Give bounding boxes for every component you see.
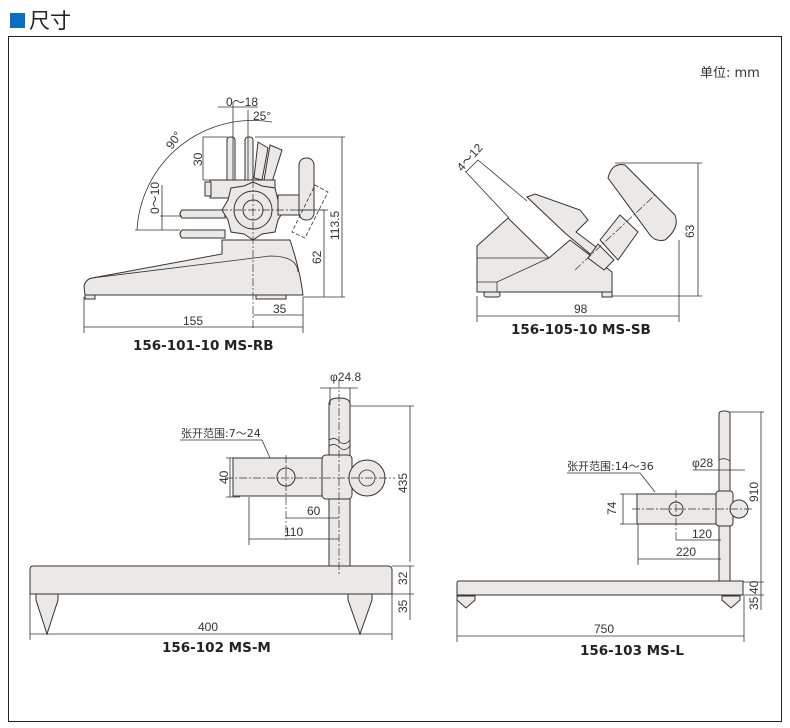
ms-rb-label: 156-101-10 MS-RB [133, 338, 274, 354]
ms-m-drawing: φ24.8 张开范围:7～24 40 60 110 435 32 35 400 … [29, 370, 414, 656]
ms-rb-drawing: 0～18 25° 90° 30 0～10 113.5 62 35 155 156… [83, 95, 345, 354]
ms-rb-foot-offset: 35 [273, 302, 287, 316]
ms-m-label: 156-102 MS-M [162, 640, 271, 656]
ms-m-foot-height: 35 [396, 599, 410, 613]
ms-l-diameter: φ28 [692, 456, 713, 470]
ms-sb-knob [607, 164, 677, 241]
ms-l-drawing: φ28 张开范围:14～36 74 120 220 910 40 35 750 … [456, 410, 764, 659]
section-marker-icon [10, 12, 25, 28]
ms-m-diameter: φ24.8 [330, 370, 361, 384]
ms-rb-angle-large: 90° [163, 129, 185, 152]
ms-m-reach-inner: 60 [307, 504, 321, 518]
ms-l-base [456, 580, 744, 596]
ms-rb-height-total: 113.5 [328, 211, 342, 240]
ms-rb-range-top: 0～18 [226, 95, 258, 109]
ms-rb-jaw-height: 30 [191, 152, 205, 166]
ms-l-arm-height: 74 [605, 501, 619, 515]
ms-l-foot-height: 35 [747, 596, 761, 610]
ms-sb-width: 98 [574, 302, 588, 316]
drawing-frame [8, 36, 782, 722]
ms-m-column-height: 435 [396, 473, 410, 493]
ms-m-width: 400 [198, 620, 218, 634]
unit-label: 单位: mm [700, 66, 760, 81]
ms-l-width: 750 [594, 622, 614, 636]
section-title: 尺寸 [29, 9, 71, 33]
ms-l-opening-range: 张开范围:14～36 [567, 459, 654, 473]
ms-l-column-height: 910 [747, 482, 761, 502]
ms-rb-base [83, 239, 304, 296]
ms-rb-angle-small: 25° [253, 109, 271, 123]
ms-rb-height-center: 62 [310, 250, 324, 264]
ms-sb-height: 63 [683, 224, 697, 238]
ms-sb-drawing: 4～12 63 98 156-105-10 MS-SB [454, 141, 702, 338]
ms-m-opening-range: 张开范围:7～24 [181, 426, 261, 440]
ms-rb-range-side: 0～10 [148, 182, 162, 214]
ms-m-arm-height: 40 [217, 470, 231, 484]
ms-l-reach-outer: 220 [676, 545, 696, 559]
ms-l-base-height: 40 [747, 580, 761, 594]
ms-m-base [29, 565, 393, 595]
ms-m-base-height: 32 [396, 571, 410, 585]
ms-m-reach-outer: 110 [284, 525, 303, 539]
ms-l-label: 156-103 MS-L [580, 643, 684, 659]
ms-rb-width: 155 [183, 314, 203, 328]
ms-sb-range: 4～12 [454, 141, 486, 174]
ms-sb-label: 156-105-10 MS-SB [511, 322, 651, 338]
ms-l-reach-inner: 120 [692, 527, 712, 541]
section-header: 尺寸 [10, 5, 71, 35]
